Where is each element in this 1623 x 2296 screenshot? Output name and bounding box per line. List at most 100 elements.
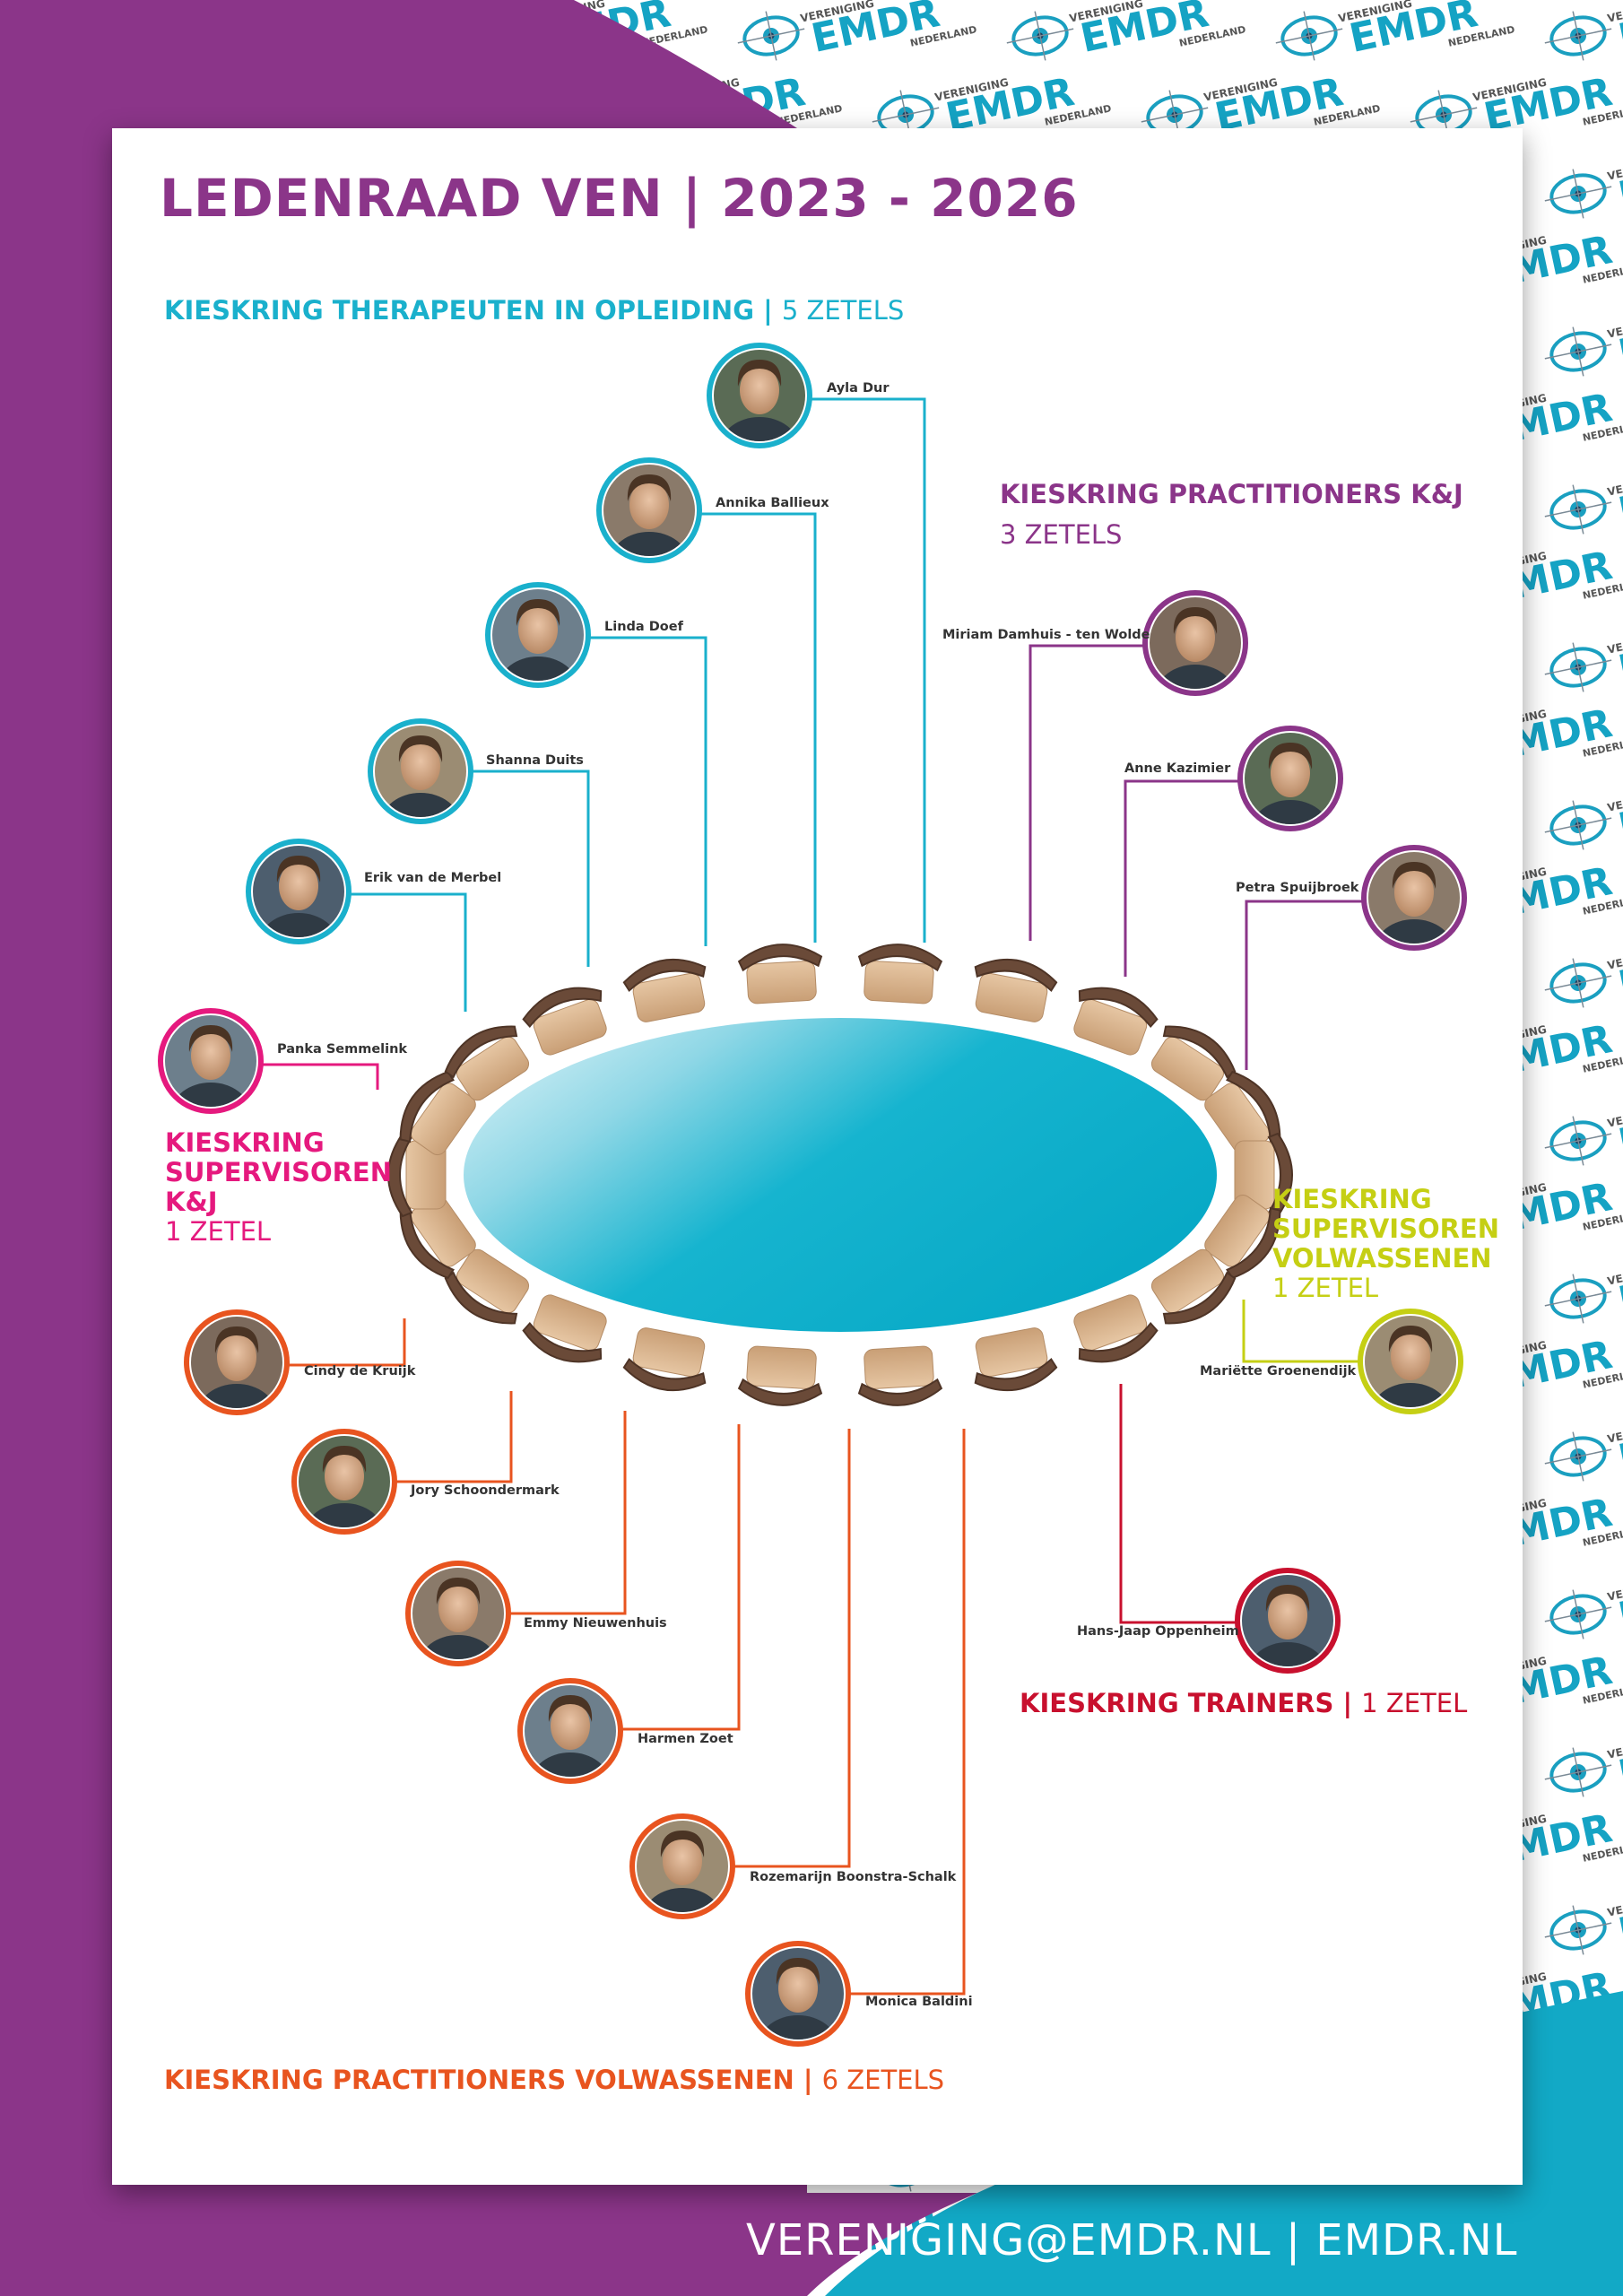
chair <box>622 958 707 1022</box>
district-label-practitioners-kj: KIESKRING PRACTITIONERS K&J 3 ZETELS <box>1000 480 1463 550</box>
svg-text:EMDR: EMDR <box>1615 1726 1623 1798</box>
member-avatar <box>1235 1568 1341 1674</box>
district-name-line: SUPERVISOREN <box>1272 1213 1500 1244</box>
chair <box>444 1025 530 1101</box>
member-connector <box>807 397 926 943</box>
svg-text:EMDR: EMDR <box>1615 0 1623 62</box>
member-name: Emmy Nieuwenhuis <box>524 1616 667 1631</box>
member-name: Anne Kazimier <box>1124 761 1231 776</box>
member-avatar <box>368 718 473 824</box>
district-name-line: KIESKRING <box>1272 1184 1432 1214</box>
district-seats: 1 ZETEL <box>165 1216 272 1247</box>
chair <box>622 1327 707 1392</box>
district-label-supervisoren-volwassenen: KIESKRING SUPERVISOREN VOLWASSENEN 1 ZET… <box>1272 1185 1499 1303</box>
contact-footer: VERENIGING@EMDR.NL | EMDR.NL <box>746 2215 1518 2266</box>
chair <box>974 1327 1058 1392</box>
svg-text:EMDR: EMDR <box>1615 1095 1623 1167</box>
chair <box>444 1248 530 1325</box>
chair <box>857 1345 943 1406</box>
member-connector <box>467 770 590 967</box>
district-label-therapeuten: KIESKRING THERAPEUTEN IN OPLEIDING | 5 Z… <box>164 296 904 326</box>
meeting-table <box>464 1018 1217 1332</box>
member-connector <box>618 1424 741 1731</box>
member-connector <box>697 512 817 943</box>
svg-text:EMDR: EMDR <box>1615 1411 1623 1483</box>
member-connector <box>1028 644 1148 941</box>
member-avatar <box>1361 845 1467 951</box>
member-connector <box>1245 900 1367 1070</box>
member-name: Shanna Duits <box>486 753 584 768</box>
district-name: KIESKRING PRACTITIONERS K&J <box>1000 479 1463 509</box>
member-avatar <box>1237 726 1343 831</box>
chair <box>857 944 943 1004</box>
district-label-practitioners-volwassenen: KIESKRING PRACTITIONERS VOLWASSENEN | 6 … <box>164 2066 944 2095</box>
district-seats: 3 ZETELS <box>1000 519 1123 550</box>
chair <box>974 958 1058 1022</box>
district-seats: 6 ZETELS <box>821 2065 945 2095</box>
member-name: Monica Baldini <box>865 1995 973 2009</box>
member-connector <box>506 1411 627 1615</box>
chair <box>737 1345 823 1406</box>
member-name: Cindy de Kruijk <box>304 1364 416 1378</box>
district-seats: 5 ZETELS <box>781 295 905 326</box>
member-avatar <box>405 1561 511 1666</box>
member-avatar <box>745 1941 851 2047</box>
chair <box>522 987 607 1056</box>
member-name: Annika Ballieux <box>716 496 829 510</box>
district-seats: 1 ZETEL <box>1361 1688 1468 1718</box>
member-avatar <box>246 839 352 944</box>
chair <box>737 944 823 1004</box>
member-connector <box>846 1429 966 1996</box>
chair <box>1150 1248 1237 1325</box>
district-name: KIESKRING THERAPEUTEN IN OPLEIDING | <box>164 295 773 326</box>
member-connector <box>586 636 707 946</box>
member-connector <box>1119 1384 1240 1624</box>
member-avatar <box>1358 1309 1463 1414</box>
member-name: Harmen Zoet <box>638 1732 733 1746</box>
member-name: Linda Doef <box>604 620 683 634</box>
member-avatar <box>707 343 812 448</box>
member-avatar <box>596 457 702 563</box>
member-name: Erik van de Merbel <box>364 871 502 885</box>
member-avatar <box>184 1309 290 1415</box>
chair <box>522 1294 607 1363</box>
district-name-line: KIESKRING <box>165 1127 325 1158</box>
member-name: Rozemarijn Boonstra-Schalk <box>750 1870 957 1884</box>
member-avatar <box>1142 590 1248 696</box>
chair <box>1204 1195 1281 1280</box>
svg-text:EMDR: EMDR <box>1615 306 1623 378</box>
member-avatar <box>485 582 591 688</box>
member-connector <box>1124 779 1244 977</box>
member-connector <box>345 892 467 1012</box>
svg-text:EMDR: EMDR <box>1615 937 1623 1009</box>
svg-text:EMDR: EMDR <box>1615 148 1623 220</box>
svg-text:EMDR: EMDR <box>1615 464 1623 535</box>
member-avatar <box>517 1678 623 1784</box>
district-label-supervisoren-kj: KIESKRING SUPERVISOREN K&J 1 ZETEL <box>165 1128 392 1247</box>
svg-text:EMDR: EMDR <box>1615 1569 1623 1640</box>
member-name: Miriam Damhuis - ten Wolde <box>942 628 1150 642</box>
chair <box>1073 987 1159 1056</box>
member-name: Jory Schoondermark <box>411 1483 560 1498</box>
member-name: Panka Semmelink <box>277 1042 408 1057</box>
district-name-line: K&J <box>165 1187 218 1217</box>
member-connector <box>392 1391 513 1483</box>
member-connector <box>1242 1300 1363 1363</box>
member-name: Ayla Dur <box>827 381 890 396</box>
svg-text:EMDR: EMDR <box>1615 1253 1623 1325</box>
member-name: Petra Spuijbroek <box>1236 881 1359 895</box>
member-avatar <box>629 1813 735 1919</box>
member-connector <box>284 1318 406 1367</box>
meeting-table-scene <box>158 343 1467 2047</box>
member-avatar <box>158 1008 264 1114</box>
member-name: Mariëtte Groenendijk <box>1200 1364 1357 1378</box>
svg-text:EMDR: EMDR <box>1615 1884 1623 1956</box>
district-name-line: SUPERVISOREN <box>165 1157 393 1187</box>
member-name: Hans-Jaap Oppenheim <box>1077 1624 1239 1639</box>
member-avatar <box>291 1429 397 1535</box>
district-name: KIESKRING PRACTITIONERS VOLWASSENEN | <box>164 2065 813 2095</box>
